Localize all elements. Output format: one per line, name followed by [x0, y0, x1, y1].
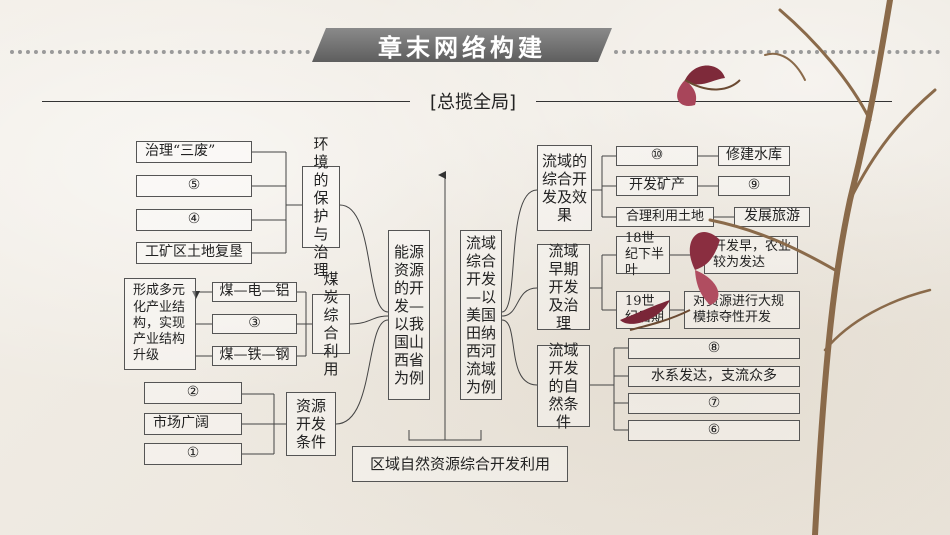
title-dotted-rule-right: [614, 50, 940, 54]
history-label: 流域早期开发及治理: [537, 242, 590, 332]
flower-icon: [677, 65, 741, 106]
coal-item-blank-3[interactable]: ③: [212, 314, 297, 334]
env-item-blank-4[interactable]: ④: [136, 209, 252, 231]
effect-result-blank-9[interactable]: ⑨: [718, 176, 790, 196]
right-case-tennessee: 流域综合开发—以美国田纳西河流域为例: [460, 230, 502, 400]
history-desc-early: 开发早，农业较为发达: [704, 236, 798, 274]
section-label: [总揽全局]: [429, 92, 517, 113]
natural-item-blank-8[interactable]: ⑧: [628, 338, 800, 359]
left-case-shanxi: 能源资源的开发—以我国山西省为例: [388, 230, 430, 400]
effect-action-land: 合理利用土地: [616, 207, 714, 227]
resource-item-blank-2[interactable]: ②: [144, 382, 242, 404]
env-item-blank-5[interactable]: ⑤: [136, 175, 252, 197]
natural-label: 流域开发的自然条件: [537, 341, 590, 431]
coal-label: 煤炭综合利用: [312, 270, 350, 378]
env-item-land-reclaim: 工矿区土地复垦: [136, 242, 252, 264]
effect-result-tourism: 发展旅游: [734, 207, 810, 227]
history-desc-exploit: 对资源进行大规模掠夺性开发: [684, 291, 800, 329]
resource-item-market: 市场广阔: [144, 413, 242, 435]
resource-item-blank-1[interactable]: ①: [144, 443, 242, 465]
effect-action-blank-10[interactable]: ⑩: [616, 146, 698, 166]
section-rule-left: [42, 101, 410, 102]
effect-label: 流域的综合开发及效果: [537, 145, 592, 231]
title-dotted-rule-left: [10, 50, 310, 54]
coal-item-electric-aluminum: 煤—电—铝: [212, 282, 297, 302]
coal-outcome: 形成多元化产业结构，实现产业结构升级: [124, 278, 196, 370]
env-label: 环境的保护与治理: [302, 135, 340, 279]
root-topic: 区域自然资源综合开发利用: [352, 446, 568, 482]
effect-result-reservoir: 修建水库: [718, 146, 790, 166]
flower-icon: [620, 231, 720, 331]
env-item-waste: 治理“三废”: [136, 141, 252, 163]
coal-item-iron-steel: 煤—铁—钢: [212, 346, 297, 366]
resource-label: 资源开发条件: [286, 392, 336, 456]
natural-item-blank-7[interactable]: ⑦: [628, 393, 800, 414]
natural-item-blank-6[interactable]: ⑥: [628, 420, 800, 441]
natural-item-rivers: 水系发达，支流众多: [628, 366, 800, 387]
chapter-title: 章末网络构建: [312, 28, 612, 62]
effect-action-minerals: 开发矿产: [616, 176, 698, 196]
section-rule-right: [536, 101, 892, 102]
branch-decoration: [620, 0, 937, 535]
